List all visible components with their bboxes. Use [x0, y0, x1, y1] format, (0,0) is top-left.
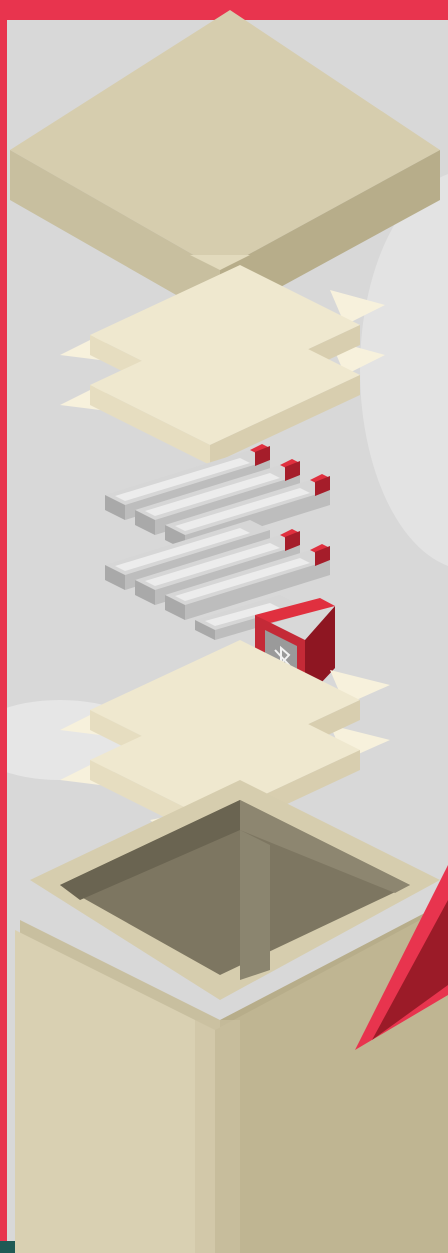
frame-left — [0, 0, 7, 1253]
